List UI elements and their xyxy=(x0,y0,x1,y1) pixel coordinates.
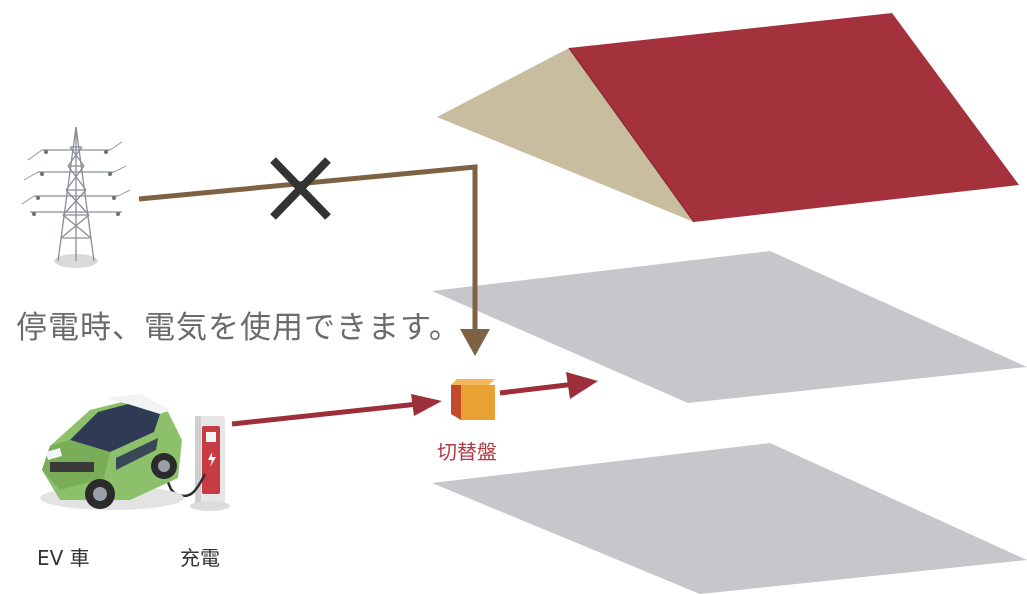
house-roof-icon xyxy=(437,13,1019,223)
grid-supply-line xyxy=(138,164,478,330)
backup-power-caption: 停電時、電気を使用できます。 xyxy=(16,310,461,346)
power-tower-icon xyxy=(21,126,131,268)
ev-supply-line xyxy=(231,401,419,427)
ev-car-label: EV 車 xyxy=(37,546,90,570)
charging-label: 充電 xyxy=(180,546,220,570)
switchboard-box-icon xyxy=(451,379,495,420)
switchboard-output-arrowhead xyxy=(566,372,598,399)
x-mark-icon xyxy=(270,157,331,220)
ev-supply-arrowhead xyxy=(411,394,442,416)
floor-plane-upper-icon xyxy=(432,251,1027,403)
ev-charger-icon xyxy=(163,416,230,511)
ev-car-icon xyxy=(40,394,184,510)
grid-supply-arrowhead xyxy=(460,329,490,356)
floor-plane-lower-icon xyxy=(432,443,1027,594)
switchboard-output-line xyxy=(499,381,576,396)
switchboard-label: 切替盤 xyxy=(437,440,497,464)
